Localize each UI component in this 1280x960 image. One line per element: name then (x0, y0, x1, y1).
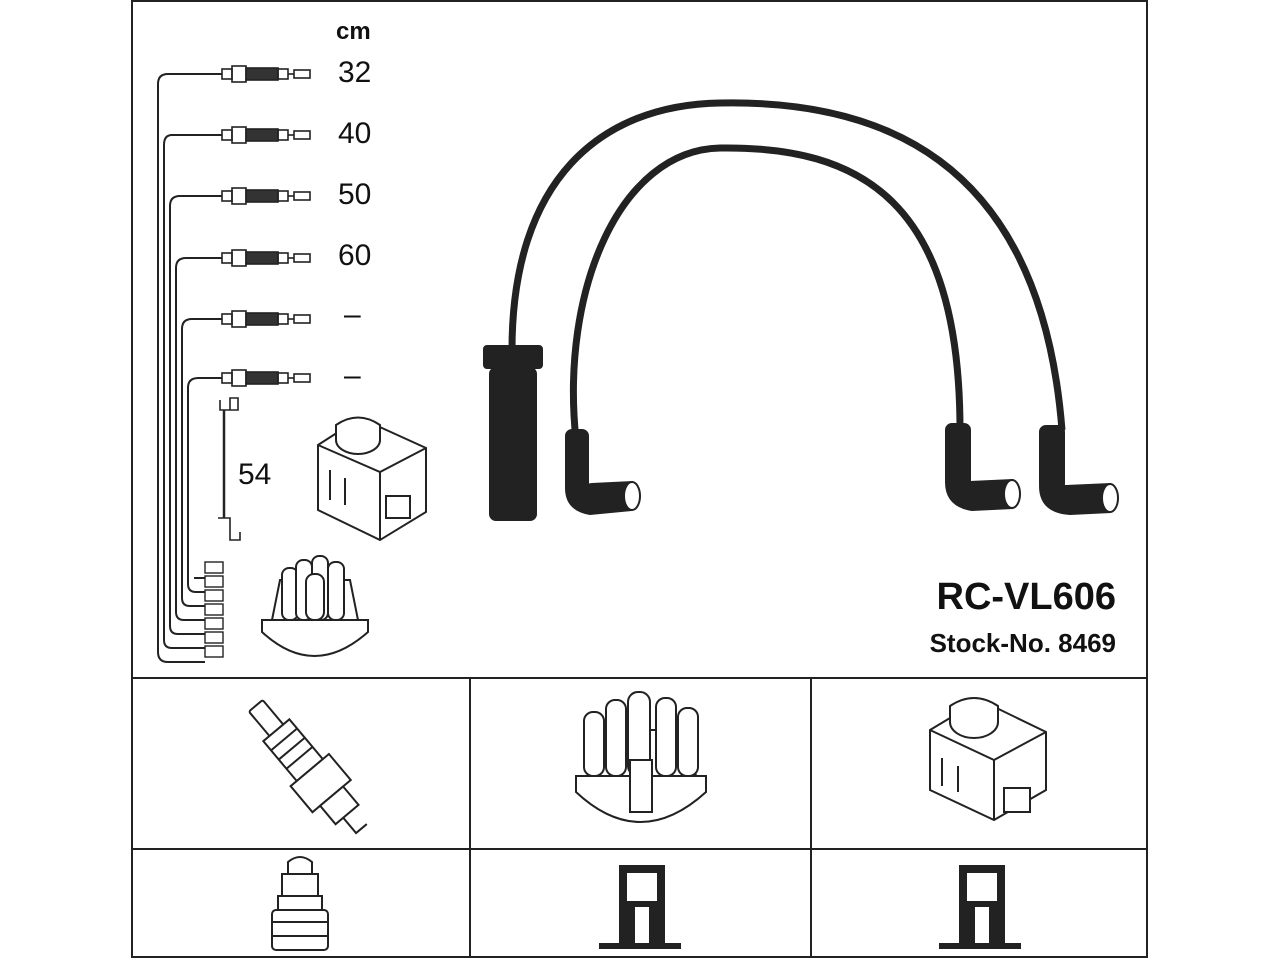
distributor-terminals (204, 561, 224, 658)
divider-middle (131, 848, 1148, 850)
lead-length-2: 40 (338, 117, 372, 150)
angled-boot-1 (564, 429, 641, 516)
unit-label: cm (336, 18, 371, 45)
divider-top (131, 677, 1148, 679)
angled-boot-3 (1038, 425, 1119, 516)
model-number: RC-VL606 (936, 576, 1117, 618)
coil-lead (218, 397, 241, 541)
lead-length-1: 32 (338, 56, 372, 89)
cable-2 (569, 144, 964, 441)
divider-col-2 (810, 677, 812, 958)
coil-lead-length: 54 (238, 458, 272, 491)
lead-length-5: – (344, 298, 361, 331)
lead-length-4: 60 (338, 239, 372, 272)
straight-boot (483, 345, 543, 521)
stock-number: Stock-No. 8469 (929, 628, 1116, 658)
lead-length-6: – (344, 359, 361, 392)
cable-1 (508, 99, 1066, 431)
lead-length-3: 50 (338, 178, 372, 211)
lead-connectors (221, 65, 311, 387)
divider-col-1 (469, 677, 471, 958)
diagram-frame (131, 0, 1148, 958)
lead-wires (157, 73, 222, 663)
angled-boot-2 (944, 423, 1021, 512)
